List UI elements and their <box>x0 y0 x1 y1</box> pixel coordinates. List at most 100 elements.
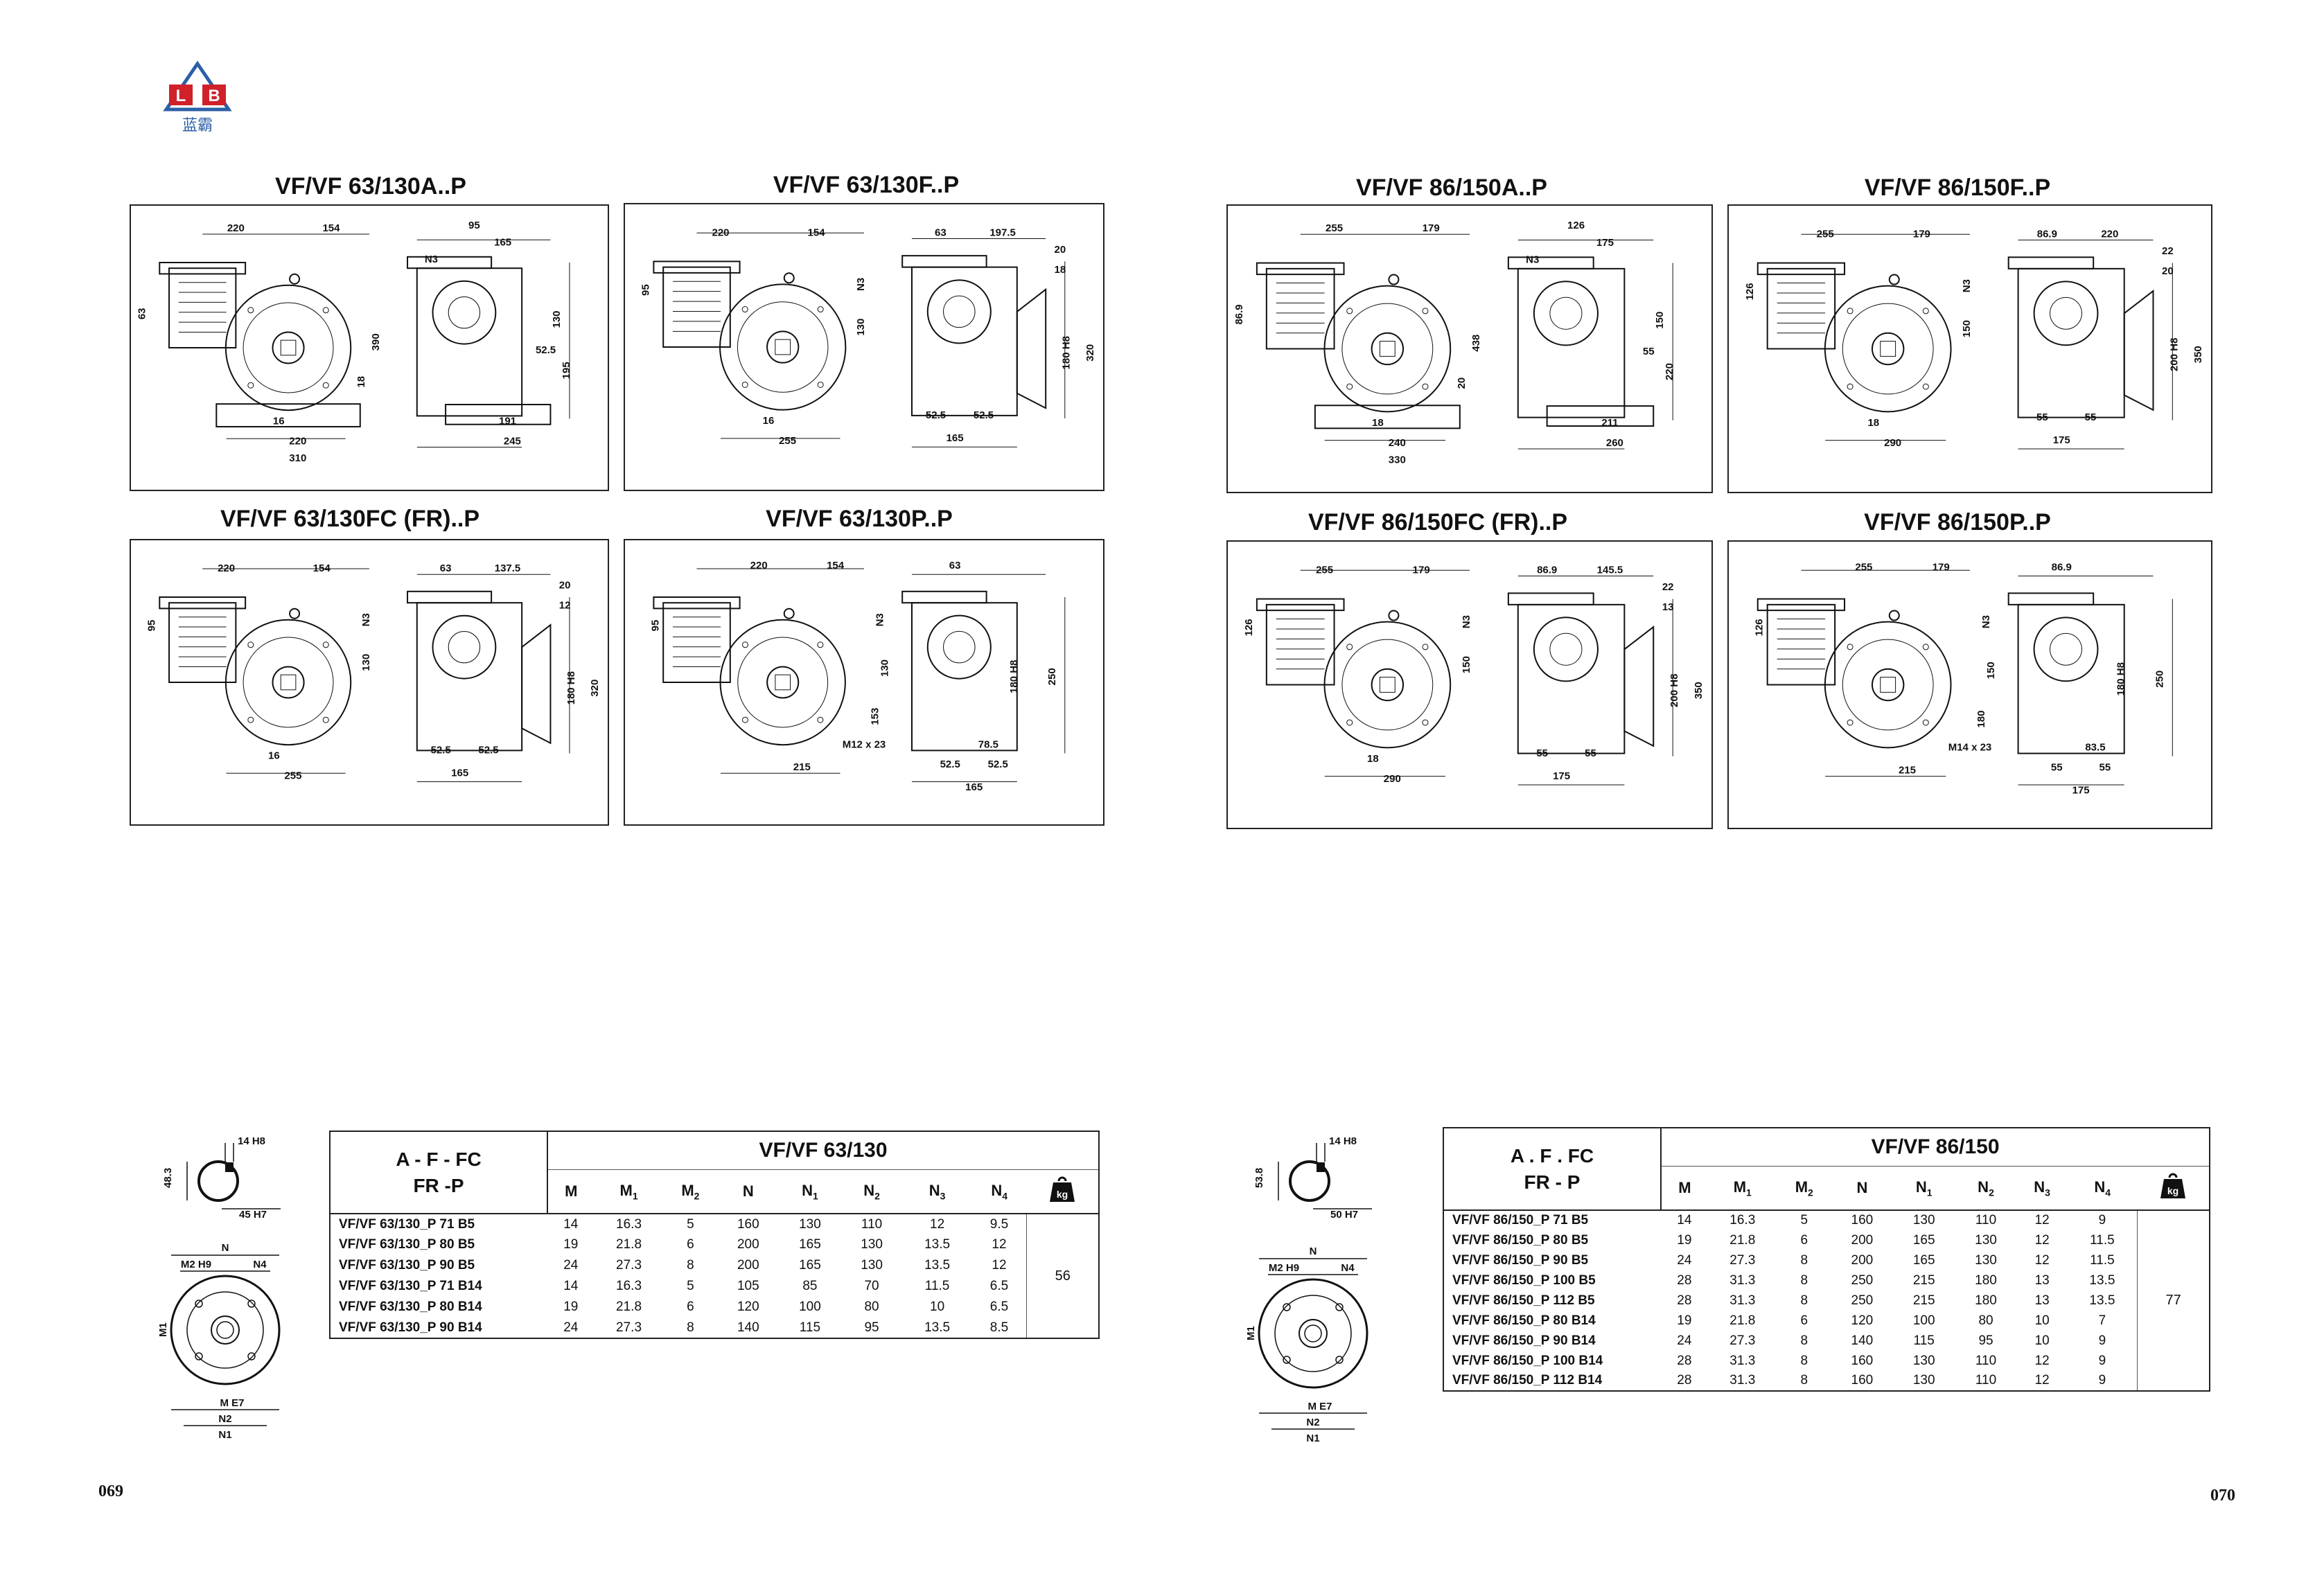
table-cell: 9 <box>2067 1371 2138 1392</box>
table-cell: 8 <box>1800 1333 1808 1348</box>
table-cell: 130 <box>1975 1232 1997 1248</box>
dimension-label: 154 <box>807 227 825 238</box>
svg-text:kg: kg <box>1057 1189 1068 1200</box>
dimension-label: 18 <box>1372 417 1384 429</box>
drawing-title: VF/VF 63/130A..P <box>275 173 466 200</box>
table-column-header: N3 <box>902 1169 972 1214</box>
table-cell: 9 <box>2098 1353 2106 1368</box>
table-cell: 250 <box>1851 1293 1874 1308</box>
table-cell: 13.5 <box>2089 1273 2115 1288</box>
table-cell: 9.5 <box>989 1216 1009 1232</box>
table-cell: 70 <box>864 1279 879 1293</box>
table-cell: 13.5 <box>924 1258 951 1273</box>
table-cell: 10 <box>930 1300 945 1314</box>
table-cell: 8 <box>1800 1252 1808 1268</box>
table-cell: 9 <box>2098 1213 2106 1227</box>
company-logo: L B 蓝霸 <box>159 60 236 137</box>
table-cell: 13 <box>2034 1273 2050 1288</box>
dimension-label: 320 <box>1084 344 1096 362</box>
dimension-label: 220 <box>750 560 768 571</box>
table-cell: 120 <box>737 1300 759 1314</box>
shaft-detail-right: 14 H8 53.8 50 H7 N M2 H9 N4 M1 M E7 N2 N… <box>1244 1129 1382 1462</box>
table-cell: 8.5 <box>971 1318 1027 1339</box>
table-cell: 105 <box>737 1279 759 1293</box>
dimension-label: 165 <box>947 432 964 444</box>
dimension-label: 130 <box>855 319 867 336</box>
table-cell: 95 <box>1978 1333 1993 1348</box>
dimension-label: 154 <box>322 222 340 234</box>
table-cell: 19 <box>563 1237 579 1252</box>
dimension-label: 52.5 <box>940 759 960 770</box>
table-corner-label: A . F . FC FR - P <box>1443 1127 1662 1211</box>
dimension-label: 245 <box>504 435 521 447</box>
dim-n2: N2 <box>218 1413 231 1425</box>
table-cell: 12 <box>2034 1252 2050 1268</box>
dimension-label: M14 x 23 <box>1948 741 1992 753</box>
table-cell: 31.3 <box>1707 1371 1777 1392</box>
table-cell: 6 <box>1800 1313 1808 1328</box>
dim-m2: M2 H9 <box>181 1259 211 1270</box>
shaft-bore: 45 H7 <box>239 1209 267 1221</box>
dimension-label: 55 <box>2085 411 2097 423</box>
table-cell: 140 <box>717 1318 780 1339</box>
table-cell: 31.3 <box>1729 1293 1756 1308</box>
table-cell: 200 <box>1851 1252 1874 1268</box>
dimension-label: 150 <box>1461 656 1472 673</box>
table-cell: 21.8 <box>1729 1313 1756 1328</box>
dim-m1: M1 <box>157 1322 169 1337</box>
dimension-label: 350 <box>1693 682 1705 699</box>
dimension-label: 220 <box>712 227 729 238</box>
dimension-label: 240 <box>1389 437 1406 449</box>
row-model-name: VF/VF 63/130_P 90 B5 <box>329 1255 547 1276</box>
table-cell: 5 <box>687 1216 694 1232</box>
dimension-label: N3 <box>1980 615 1992 628</box>
dim-n4: N4 <box>1341 1262 1355 1274</box>
dimension-label: 255 <box>1817 228 1834 240</box>
dimension-label: 200 H8 <box>1669 674 1680 707</box>
dimension-label: 250 <box>2154 671 2165 688</box>
dimension-label: 179 <box>1913 228 1930 240</box>
table-cell: 14 <box>563 1216 579 1232</box>
dim-n: N <box>1310 1245 1317 1257</box>
dim-m2: M2 H9 <box>1269 1262 1299 1274</box>
dimension-label: N3 <box>425 254 438 265</box>
table-cell: 16.3 <box>1729 1213 1756 1227</box>
dimension-label: 153 <box>870 708 881 725</box>
row-model-name: VF/VF 86/150_P 100 B14 <box>1443 1351 1661 1371</box>
dim-m: M E7 <box>1308 1401 1332 1412</box>
row-model-name: VF/VF 86/150_P 90 B5 <box>1443 1250 1661 1270</box>
dimension-label: 255 <box>1855 561 1872 573</box>
dimension-label: 126 <box>1567 220 1585 231</box>
row-model-name: VF/VF 63/130_P 71 B5 <box>329 1214 547 1234</box>
table-cell: 31.3 <box>1729 1353 1756 1368</box>
dimension-label: 55 <box>2099 761 2111 773</box>
table-cell: 27.3 <box>1729 1333 1756 1348</box>
dimension-label: 126 <box>1744 283 1756 300</box>
dimension-label: 130 <box>551 310 563 328</box>
table-cell: 16.3 <box>616 1216 642 1232</box>
row-model-name: VF/VF 63/130_P 80 B5 <box>329 1234 547 1255</box>
dimension-label: 200 H8 <box>2168 338 2180 371</box>
dimension-label: 438 <box>1470 335 1482 352</box>
dimension-label: 16 <box>273 416 285 427</box>
table-cell: 13.5 <box>902 1318 972 1339</box>
dim-n: N <box>222 1242 229 1254</box>
table-cell: 8 <box>1800 1273 1808 1288</box>
logo-letter-l: L <box>176 87 186 105</box>
table-cell: 27.3 <box>594 1318 664 1339</box>
drawing-title: VF/VF 63/130FC (FR)..P <box>220 506 480 532</box>
table-cell: 165 <box>1912 1232 1935 1248</box>
dimension-label: 180 H8 <box>565 671 577 704</box>
table-cell: 19 <box>1677 1232 1692 1248</box>
table-cell: 28 <box>1677 1273 1692 1288</box>
table-cell: 120 <box>1851 1313 1874 1328</box>
table-cell: 28 <box>1661 1371 1708 1392</box>
dimension-label: 55 <box>1585 747 1596 759</box>
